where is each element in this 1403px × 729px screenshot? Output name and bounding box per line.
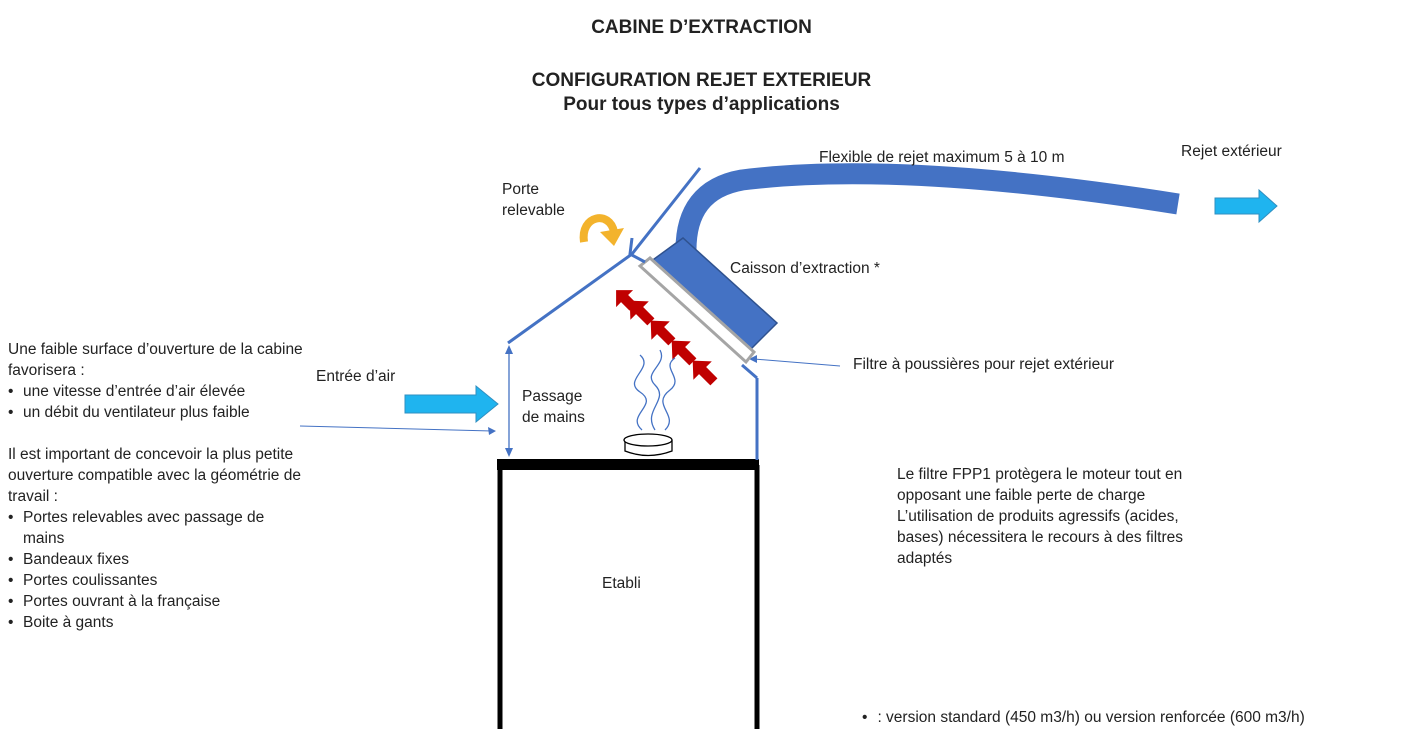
exhaust-arrow [1214, 188, 1278, 224]
left-intro-text: Une faible surface d’ouverture de la cab… [8, 341, 303, 379]
leader-line-left [299, 425, 493, 432]
intro-list: une vitesse d’entrée d’air élevée un déb… [8, 381, 308, 423]
rotate-arrow-icon [579, 214, 624, 246]
label-flexible: Flexible de rejet maximum 5 à 10 m [819, 149, 1065, 166]
label-rejet-exterieur: Rejet extérieur [1181, 143, 1282, 160]
footnote: • : version standard (450 m3/h) ou versio… [862, 707, 1305, 728]
footnote-bullet: • [862, 709, 868, 726]
label-filtre: Filtre à poussières pour rejet extérieur [853, 356, 1115, 373]
label-entree-air: Entrée d’air [316, 368, 396, 385]
second-list-item: Portes ouvrant à la française [8, 591, 308, 612]
label-etabli: Etabli [602, 575, 641, 592]
extraction-box [628, 237, 779, 365]
second-list-item: Boite à gants [8, 612, 308, 633]
source-container-icon [623, 433, 673, 457]
leader-arrowhead-left [488, 427, 496, 435]
intro-list-item: un débit du ventilateur plus faible [8, 402, 308, 423]
fume-wisps-icon [633, 349, 676, 431]
passage-dimension [505, 345, 513, 457]
dust-arrows [616, 290, 718, 386]
flexible-duct [675, 163, 1180, 253]
intro-list-item: une vitesse d’entrée d’air élevée [8, 381, 308, 402]
second-list-item: Portes relevables avec passage de mains [8, 507, 308, 549]
label-caisson: Caisson d’extraction * [730, 260, 880, 277]
air-inlet-arrow [404, 384, 499, 424]
main-title: CABINE D’EXTRACTION [591, 17, 812, 38]
label-porte-relevable: Porte relevable [502, 181, 565, 219]
workbench [497, 459, 760, 729]
second-list-item: Bandeaux fixes [8, 549, 308, 570]
subtitle-config: CONFIGURATION REJET EXTERIEUR [531, 70, 872, 91]
leader-arrowhead-filter [749, 355, 757, 363]
cabin-structure [507, 167, 759, 460]
leader-line-filter [753, 358, 841, 367]
right-text-block: Le filtre FPP1 protègera le moteur tout … [897, 466, 1184, 567]
left-text-block: Une faible surface d’ouverture de la cab… [8, 339, 308, 633]
footnote-text: : version standard (450 m3/h) ou version… [877, 709, 1305, 726]
left-second-text: Il est important de concevoir la plus pe… [8, 446, 301, 505]
second-list: Portes relevables avec passage de mains … [8, 507, 308, 633]
label-passage-mains: Passage de mains [522, 388, 585, 426]
second-list-item: Portes coulissantes [8, 570, 308, 591]
subtitle-applications: Pour tous types d’applications [563, 94, 840, 115]
